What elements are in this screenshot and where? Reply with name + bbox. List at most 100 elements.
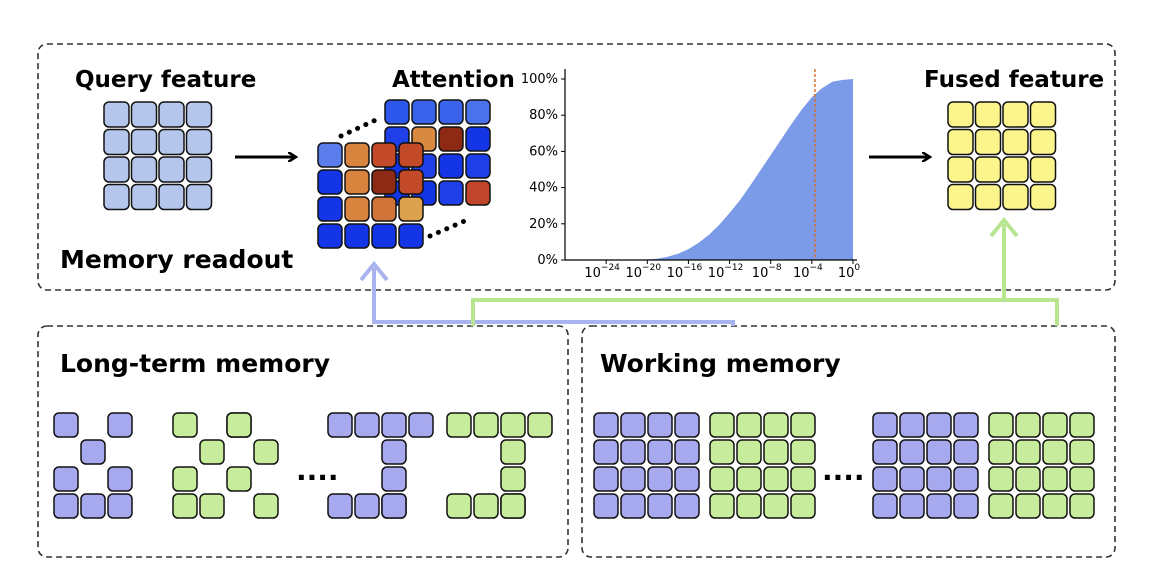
memory-cell <box>988 493 1014 519</box>
memory-cell <box>593 466 619 492</box>
query-cell <box>185 156 213 183</box>
query-cell <box>103 183 130 211</box>
attention-back-layer <box>384 99 491 206</box>
memory-cell <box>199 439 225 465</box>
memory-cell <box>988 439 1014 465</box>
memory-cell <box>926 412 952 438</box>
fused-cell <box>1029 101 1057 128</box>
memory-cell <box>53 466 79 492</box>
y-tick-label: 40% <box>529 181 558 196</box>
memory-cell <box>736 466 762 492</box>
cumulative-area <box>606 79 853 260</box>
memory-cell <box>107 466 133 492</box>
attention-cell <box>438 180 464 206</box>
memory-cell <box>381 493 407 519</box>
memory-cell <box>709 439 735 465</box>
memory-cell <box>1015 439 1041 465</box>
memory-cell <box>327 412 353 438</box>
memory-cell <box>473 493 499 519</box>
fused-cell <box>974 156 1002 183</box>
memory-readout-panel <box>37 43 1116 291</box>
memory-cell <box>926 439 952 465</box>
working-memory-panel <box>581 325 1116 558</box>
memory-cell <box>736 439 762 465</box>
attention-cell <box>344 142 370 168</box>
memory-cell <box>354 493 380 519</box>
attention-label: Attention <box>392 67 515 93</box>
memory-cell <box>1015 412 1041 438</box>
memory-cell <box>327 493 353 519</box>
memory-cell <box>763 466 789 492</box>
x-tick-label: 10−4 <box>793 263 823 281</box>
memory-cell <box>253 439 279 465</box>
green-connector <box>471 216 1059 326</box>
memory-cell <box>1042 412 1068 438</box>
memory-cell <box>226 466 252 492</box>
memory-cell <box>674 466 700 492</box>
memory-cell <box>620 493 646 519</box>
attention-depth-dots-top <box>338 115 383 139</box>
fused-feature-grid <box>947 101 1057 211</box>
query-cell <box>103 156 130 183</box>
memory-cell <box>408 412 434 438</box>
fused-cell <box>1029 156 1057 183</box>
memory-cell <box>1042 439 1068 465</box>
query-feature-label: Query feature <box>75 67 256 93</box>
query-cell <box>130 128 158 156</box>
y-tick-label: 100% <box>521 72 558 87</box>
memory-cell <box>988 466 1014 492</box>
long-term-memory-cells <box>53 412 553 519</box>
memory-cell <box>1042 493 1068 519</box>
attention-cell <box>344 196 370 222</box>
attention-cell <box>317 169 343 195</box>
blue-connector <box>359 260 735 326</box>
memory-cell <box>172 412 198 438</box>
attention-cell <box>438 153 464 179</box>
memory-cell <box>1069 439 1095 465</box>
memory-cell <box>527 412 553 438</box>
x-tick-label: 10−20 <box>626 263 662 281</box>
attention-cell <box>438 126 464 152</box>
memory-cell <box>674 439 700 465</box>
long-term-memory-panel <box>37 325 569 558</box>
memory-cell <box>1015 493 1041 519</box>
memory-cell <box>709 466 735 492</box>
fused-cell <box>947 156 974 183</box>
memory-cell <box>899 493 925 519</box>
y-tick-label: 80% <box>529 108 558 123</box>
memory-cell <box>872 466 898 492</box>
query-feature-grid <box>103 101 213 211</box>
y-tick-label: 60% <box>529 144 558 159</box>
x-tick-label: 100 <box>838 263 861 281</box>
fused-cell <box>974 128 1002 156</box>
fused-cell <box>947 128 974 156</box>
query-cell <box>158 156 185 183</box>
memory-cell <box>790 466 816 492</box>
fused-cell <box>1002 156 1029 183</box>
memory-cell <box>790 493 816 519</box>
attention-cell <box>465 99 491 125</box>
attention-cell <box>317 142 343 168</box>
memory-cell <box>899 412 925 438</box>
attention-cell <box>398 169 424 195</box>
query-cell <box>185 101 213 128</box>
memory-cell <box>647 493 673 519</box>
memory-cell <box>500 412 526 438</box>
query-cell <box>130 156 158 183</box>
long-term-ellipsis: .... <box>296 454 339 487</box>
memory-cell <box>763 493 789 519</box>
fused-cell <box>974 183 1002 211</box>
memory-cell <box>988 412 1014 438</box>
query-cell <box>158 128 185 156</box>
memory-cell <box>446 412 472 438</box>
query-cell <box>158 183 185 211</box>
memory-cell <box>1069 412 1095 438</box>
attention-cell <box>317 223 343 249</box>
memory-cell <box>80 493 106 519</box>
attention-cell <box>371 196 397 222</box>
memory-cell <box>790 412 816 438</box>
memory-cell <box>107 493 133 519</box>
fused-cell <box>1002 183 1029 211</box>
memory-cell <box>709 412 735 438</box>
memory-cell <box>500 466 526 492</box>
